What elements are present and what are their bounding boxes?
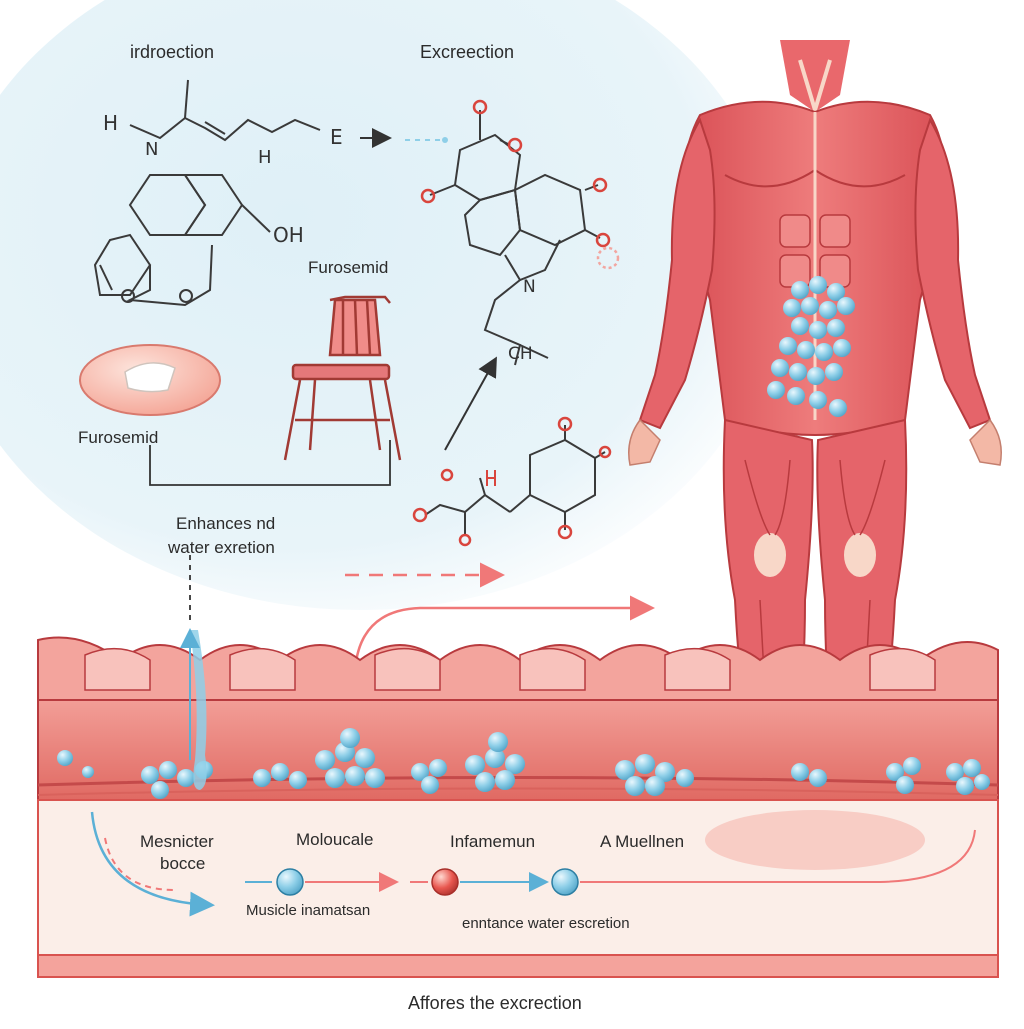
label-introduction: irdroection — [130, 42, 215, 62]
chair-icon — [283, 295, 402, 461]
water-cluster-abdomen — [767, 276, 855, 417]
label-excretion: Excreection — [420, 42, 515, 62]
water-clusters-tissue — [57, 728, 990, 799]
dashed-red-curve — [104, 837, 176, 891]
chem-oxygen-red-markers — [420, 99, 620, 270]
label-enhance-water-excretion: enntance water escretion — [462, 915, 630, 932]
chem-oh: OH — [273, 223, 304, 247]
label-footer: Affores the excrection — [408, 993, 582, 1013]
chem-n-right: N — [523, 277, 536, 297]
label-muelinen: A Muellnen — [600, 832, 685, 851]
curved-arrow-to-body — [353, 595, 655, 671]
label-bocce: bocce — [160, 854, 206, 873]
molecule-icon-red — [431, 868, 459, 896]
chem-e: E — [330, 125, 343, 149]
label-water-excretion: water exretion — [168, 538, 275, 557]
label-molecule: Moloucale — [296, 830, 374, 849]
label-muscle-inflammation: Musicle inamatsan — [246, 902, 371, 919]
molecule-icon-blue-2 — [551, 868, 579, 896]
glow-under-feet — [705, 810, 925, 870]
label-furosemid-tablet: Furosemid — [78, 428, 159, 447]
chem-h-mid: H — [258, 147, 272, 168]
background-bubble — [0, 0, 780, 610]
seq-line-end — [580, 829, 976, 883]
chem-structure-top-chain — [129, 79, 321, 142]
label-inflammation: Infamemun — [450, 832, 536, 851]
pill-icon — [79, 344, 221, 416]
label-furosemid-chair: Furosemid — [308, 258, 389, 277]
chem-oxygen-red-markers-bottom — [412, 416, 612, 547]
chem-oxygen-markers — [121, 289, 193, 303]
chem-n-left: N — [145, 139, 159, 160]
arrow-down-molecule — [444, 356, 497, 451]
water-drip — [190, 630, 207, 790]
molecule-icon-blue — [276, 868, 304, 896]
label-mesnicter: Mesnicter — [140, 832, 214, 851]
chem-structure-right-rings — [429, 110, 601, 366]
connector-line — [149, 440, 391, 486]
red-h-marker — [486, 470, 496, 486]
curved-blue-arrow — [90, 811, 215, 917]
small-droplet — [442, 137, 448, 143]
label-enhances: Enhances nd — [176, 514, 276, 533]
chem-h-left: H — [103, 111, 119, 135]
chem-ch: CH — [508, 344, 533, 364]
chem-structure-fused-rings — [93, 174, 271, 307]
